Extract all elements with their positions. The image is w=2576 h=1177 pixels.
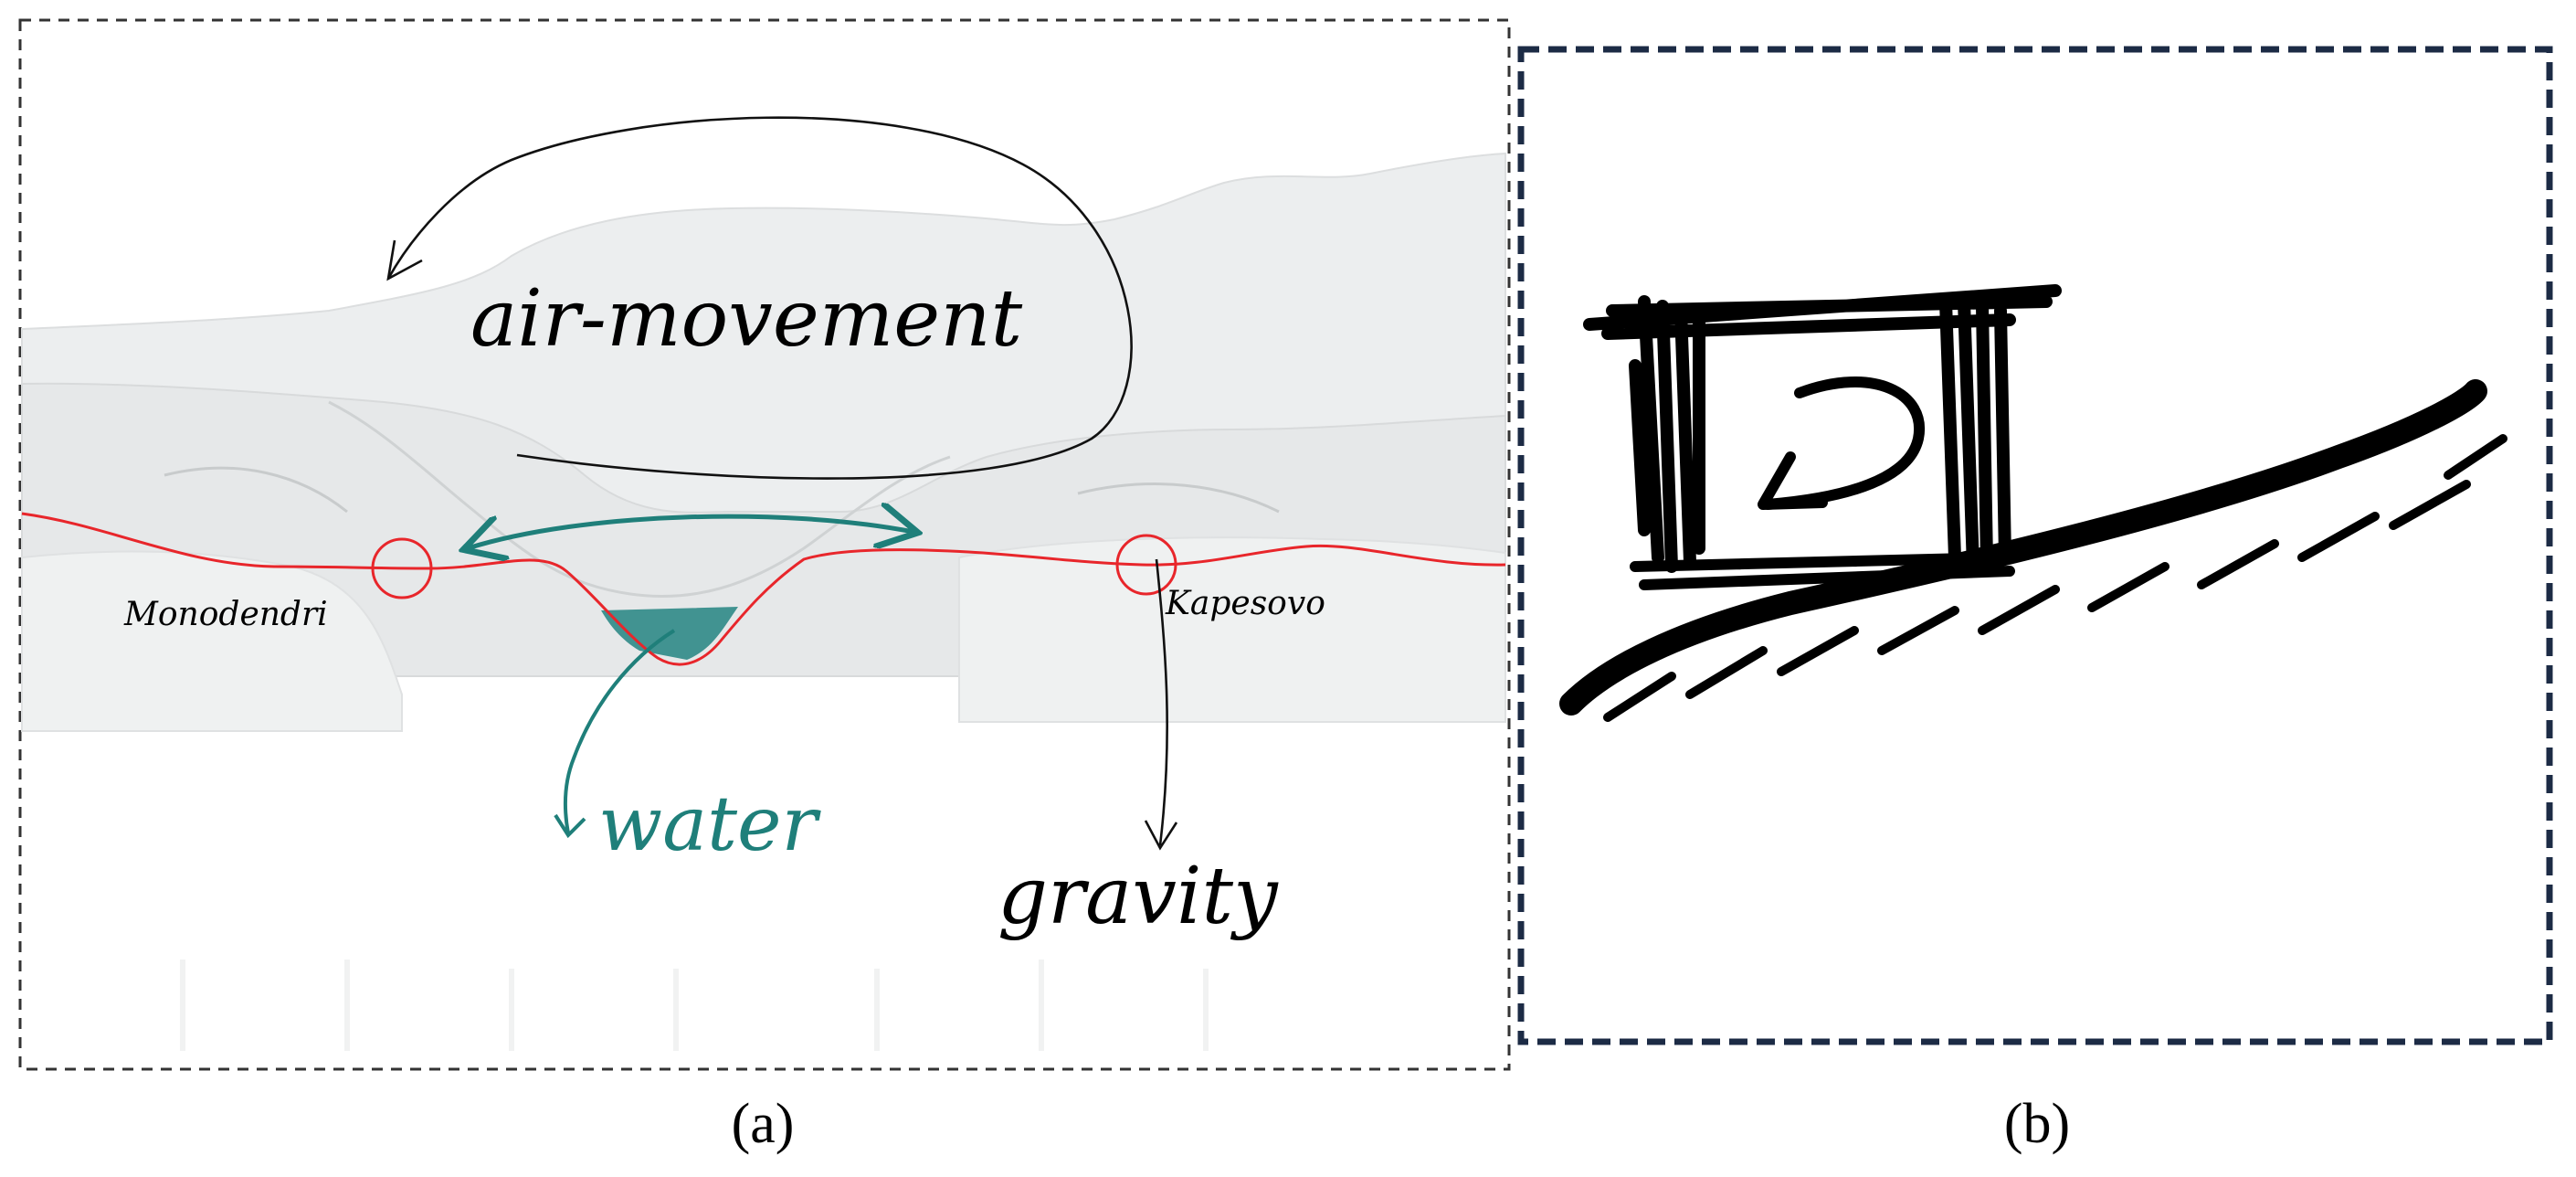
panel-a: air-movement water gravity Monodendri Ka… — [18, 18, 1511, 1155]
air-movement-label: air-movement — [470, 273, 1023, 365]
water-arrow — [563, 629, 676, 834]
water-label: water — [598, 781, 822, 868]
ground-line — [1559, 379, 2487, 716]
panel-b-frame — [1517, 46, 2553, 1045]
terrain-profile-line — [21, 512, 1506, 666]
air-movement-arrow — [386, 116, 1133, 480]
kapesovo-marker — [1115, 534, 1177, 596]
air-movement-arrowhead — [386, 239, 423, 281]
ground-hatch — [1603, 434, 2507, 722]
water-arrowhead — [554, 813, 586, 839]
panel-a-caption: (a) — [732, 1093, 795, 1155]
gravity-arrow — [1155, 558, 1168, 846]
panel-a-frame — [18, 18, 1511, 1071]
building-floor — [1630, 552, 2015, 590]
rotation-arrowhead — [1758, 451, 1828, 510]
gravity-label: gravity — [998, 851, 1279, 942]
monodendri-marker — [371, 537, 433, 599]
building-right-wall — [1939, 295, 2011, 573]
sketch — [1559, 284, 2507, 722]
monodendri-label: Monodendri — [123, 596, 328, 633]
gravity-arrowhead — [1144, 820, 1178, 851]
rotation-arrow — [1762, 376, 1926, 510]
kapesovo-label: Kapesovo — [1165, 585, 1325, 622]
building-left-wall — [1629, 295, 1705, 573]
horizontal-exchange-arrow — [468, 516, 913, 548]
panel-b: (b) — [1517, 46, 2553, 1155]
panel-b-caption: (b) — [2004, 1093, 2070, 1155]
